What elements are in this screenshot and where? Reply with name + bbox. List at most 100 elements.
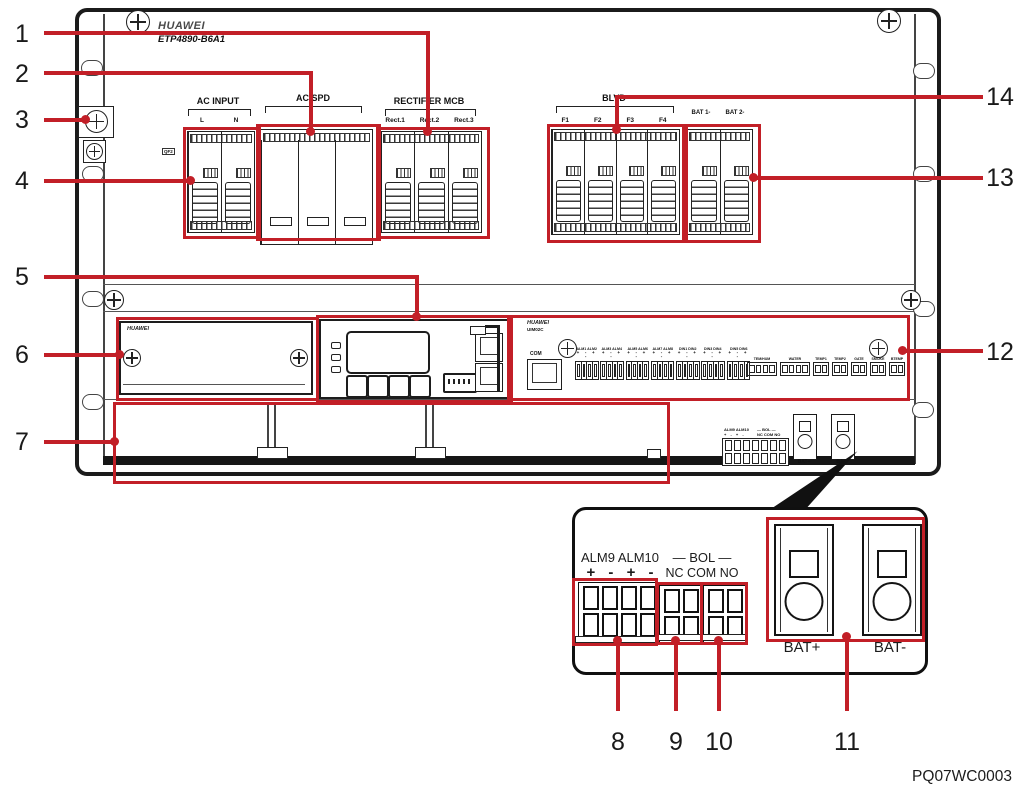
callout-number-12: 12 — [986, 338, 1014, 366]
signal-group: DIN1 DIN2+ - + - — [676, 346, 700, 380]
connector-pin — [795, 365, 802, 373]
terminal-circle — [835, 434, 851, 449]
callout-line-14 — [615, 95, 619, 130]
terminal-screw — [778, 452, 787, 464]
brand-logo-text: HUAWEI — [158, 20, 205, 32]
sensor-connector: TEM/HUM — [747, 356, 777, 376]
panel-screw — [290, 349, 308, 367]
callout-number-10: 10 — [705, 728, 733, 756]
callout-number-9: 9 — [669, 728, 683, 756]
terminal-screw — [751, 440, 760, 451]
detail-bat-minus-label: BAT- — [873, 639, 907, 656]
connector-pin — [872, 365, 878, 373]
callout-line-5 — [415, 275, 419, 317]
callout-dot-13 — [749, 173, 758, 182]
sensor-pin-block — [813, 362, 829, 376]
mini-alm-label: ALM9 ALM10 — [724, 427, 749, 432]
rectifier-mcb-breaker — [380, 131, 482, 233]
terminal-screw — [620, 586, 637, 610]
com-port — [527, 359, 562, 390]
terminal-screw — [724, 452, 733, 464]
breaker-pole — [447, 132, 481, 232]
board-screw — [558, 339, 577, 358]
chassis-front-panel — [75, 8, 941, 476]
terminal-cell — [586, 361, 592, 379]
terminal-screw — [778, 440, 787, 451]
connector-pin — [821, 365, 827, 373]
sensor-label: SMOKE — [871, 356, 885, 361]
pole-label: Rect.3 — [454, 117, 474, 124]
terminal-screw — [639, 613, 656, 637]
callout-number-5: 5 — [15, 263, 29, 291]
signal-group: ALM3 ALM4+ - + - — [600, 346, 624, 380]
signal-terminal-block — [600, 360, 624, 380]
spd-terminal-strip — [263, 133, 370, 142]
pole-label: N — [233, 117, 239, 124]
pole-label: F4 — [658, 117, 667, 124]
callout-number-7: 7 — [15, 428, 29, 456]
menu-button — [388, 375, 410, 398]
connector-pin — [840, 365, 846, 373]
sensor-connector: GATE — [851, 356, 867, 376]
terminal-cell — [601, 362, 606, 379]
callout-dot-4 — [186, 176, 195, 185]
terminal-cell — [738, 361, 744, 379]
connector-pin — [815, 365, 821, 373]
sensor-pin-block — [889, 362, 905, 376]
panel-screw — [123, 349, 141, 367]
signal-group: ALM7 ALM8+ - + - — [650, 346, 675, 380]
sensor-label: TEM/HUM — [753, 356, 771, 361]
sensor-pin-block — [870, 362, 886, 376]
terminal-screw — [724, 440, 733, 451]
terminal-cell — [611, 361, 618, 379]
right-flange-line — [914, 14, 916, 464]
blvd-breaker — [551, 129, 680, 235]
terminal-screw — [751, 452, 760, 464]
breaker-window — [396, 168, 412, 178]
connector-pin — [891, 365, 897, 373]
sensor-connector: TEMP2 — [832, 356, 848, 376]
mount-hole — [913, 166, 935, 182]
callout-number-11: 11 — [834, 728, 860, 756]
connector-pin — [897, 365, 903, 373]
terminal-strip — [190, 221, 252, 230]
left-flange-line — [103, 14, 105, 464]
slot-edge-foot — [647, 449, 661, 459]
mini-terminal-cell — [742, 440, 751, 464]
menu-button — [367, 375, 389, 398]
slot-divider — [267, 405, 269, 450]
pole-label: BAT 2- — [725, 110, 745, 116]
menu-button — [346, 375, 368, 398]
callout-line-8 — [616, 641, 620, 711]
blvd-label: BLVD — [602, 93, 626, 103]
pole-label: L — [200, 117, 204, 124]
battery-breaker — [686, 129, 753, 235]
callout-line-13 — [753, 176, 983, 180]
callout-dot-14 — [612, 125, 621, 134]
callout-line-14 — [615, 95, 983, 99]
pole-label: F3 — [626, 117, 635, 124]
breaker-window — [701, 166, 717, 176]
connector-pin — [834, 365, 840, 373]
spd-window — [270, 217, 292, 226]
panel-seam-line — [123, 384, 305, 385]
spd-window — [307, 217, 329, 226]
detail-bol-base — [656, 634, 748, 641]
mount-hole — [82, 394, 104, 410]
detail-bat-minus-terminal — [862, 524, 922, 636]
callout-line-1 — [44, 31, 430, 35]
status-led — [331, 366, 341, 373]
callout-line-11 — [845, 637, 849, 711]
breaker-pole — [615, 130, 648, 234]
sensor-connector: SMOKE — [870, 356, 886, 376]
pole-label: F2 — [593, 117, 602, 124]
signal-group: DIN3 DIN4+ - + - — [701, 346, 725, 380]
spd-cartridge — [261, 140, 298, 244]
terminal-screw — [760, 452, 769, 464]
terminal-screw — [707, 589, 724, 613]
breaker-rocker — [451, 182, 478, 224]
mini-terminal-cell — [760, 440, 769, 464]
mini-terminal-cell — [778, 440, 787, 464]
breaker-window — [429, 168, 445, 178]
cover-screw — [901, 290, 921, 310]
